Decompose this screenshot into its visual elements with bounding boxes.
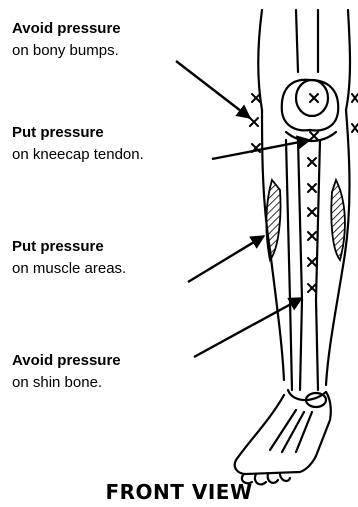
label-shin-bone: Avoid pressure on shin bone. — [12, 350, 121, 394]
thigh-outline-right — [346, 10, 350, 110]
muscle-area-left — [266, 180, 280, 260]
arrow-kneecap-tendon — [212, 140, 310, 159]
foot — [235, 392, 331, 474]
arrow-muscle-areas — [188, 236, 264, 282]
fibula — [286, 140, 292, 390]
kneecap — [296, 80, 328, 116]
label-kneecap-tendon: Put pressure on kneecap tendon. — [12, 122, 144, 166]
arrow-bony-bumps — [176, 61, 250, 118]
knee-joint — [282, 80, 338, 131]
femur — [296, 10, 318, 72]
arrow-shin-bone — [194, 298, 302, 357]
label-muscle-areas: Put pressure on muscle areas. — [12, 236, 126, 280]
diagram-caption: FRONT VIEW — [0, 480, 358, 504]
muscle-area-right — [331, 180, 345, 260]
label-bony-bumps: Avoid pressure on bony bumps. — [12, 18, 121, 62]
